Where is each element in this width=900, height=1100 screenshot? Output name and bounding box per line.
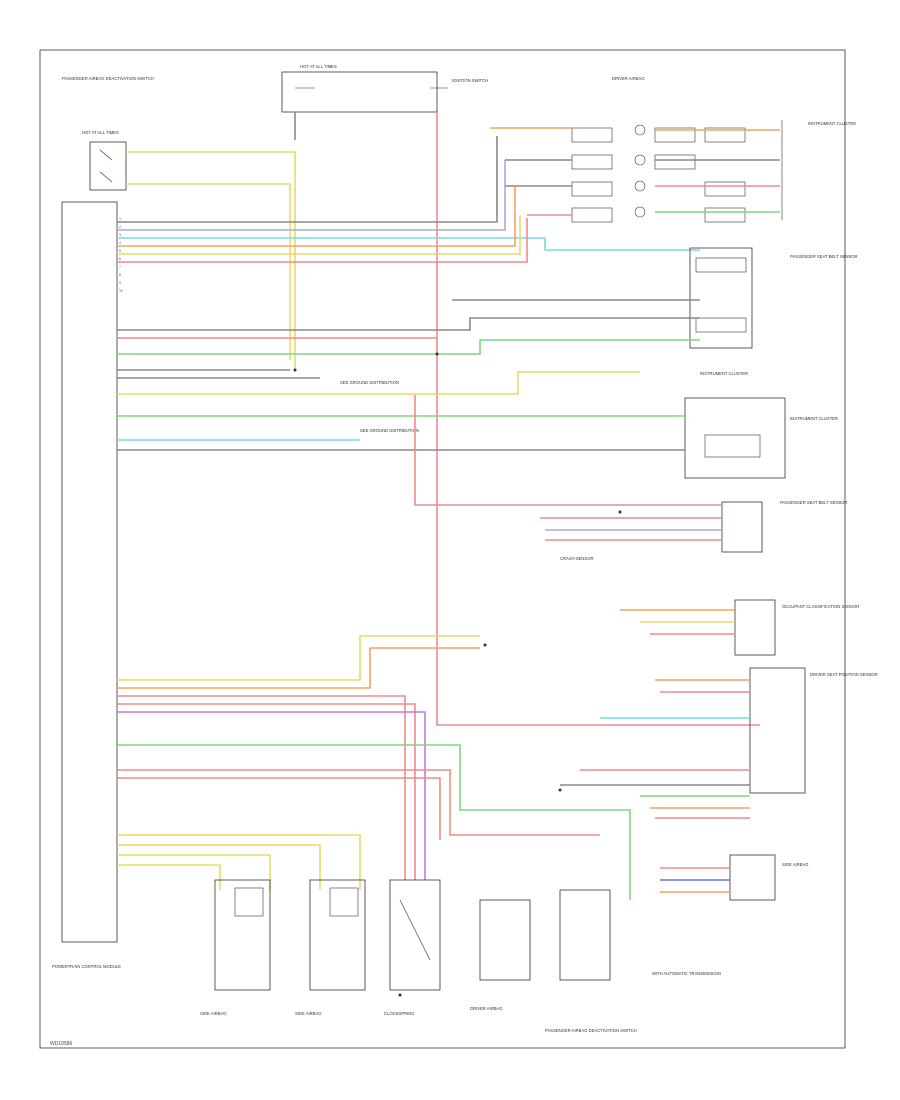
svg-text:10: 10: [119, 289, 123, 293]
svg-text:SIDE AIRBAG: SIDE AIRBAG: [200, 1011, 227, 1016]
wire-low-11: [117, 854, 271, 890]
svg-text:4: 4: [119, 241, 121, 245]
svg-text:DRIVER SEAT POSITION SENSOR: DRIVER SEAT POSITION SENSOR: [810, 672, 878, 677]
svg-text:DRIVER AIRBAG: DRIVER AIRBAG: [470, 1006, 503, 1011]
right-sensor-c: DRIVER SEAT POSITION SENSOR: [749, 667, 878, 794]
svg-text:5: 5: [119, 249, 121, 253]
svg-text:SIDE AIRBAG: SIDE AIRBAG: [295, 1011, 322, 1016]
wire-switch-2: [126, 183, 291, 360]
svg-text:1: 1: [119, 217, 121, 221]
right-module-mid: INSTRUMENT CLUSTER: [684, 397, 838, 479]
wire-r7: [117, 371, 640, 395]
svg-text:SIDE AIRBAG: SIDE AIRBAG: [782, 862, 809, 867]
wire-m2: [117, 160, 506, 231]
right-sensor-b: OCCUPANT CLASSIFICATION SENSOR: [734, 599, 859, 656]
diagram-code: WD10586: [50, 1041, 73, 1047]
svg-text:PASSENGER AIRBAG DEACTIVATION: PASSENGER AIRBAG DEACTIVATION SWITCH: [545, 1028, 637, 1033]
svg-text:IGNITION SWITCH: IGNITION SWITCH: [452, 78, 488, 83]
module-pin-numbers: 1 2 3 4 5 6 7 8 9 10: [119, 217, 123, 293]
wire-low-2: [117, 647, 480, 689]
wire-m5: [117, 215, 521, 255]
bottom-right-note: WITH AUTOMATIC TRANSMISSION: [652, 971, 721, 976]
wire-m1: [117, 136, 498, 223]
svg-text:9: 9: [119, 281, 121, 285]
wire-low-3: [117, 695, 406, 880]
ground-note-2: SEE GROUND DISTRIBUTION: [360, 428, 419, 433]
wire-low-6: [117, 744, 631, 900]
clockspring: CLOCKSPRING: [384, 879, 441, 1016]
wire-m6: [117, 218, 528, 263]
bottom-sensor-1: SIDE AIRBAG: [200, 879, 271, 1016]
svg-text:CLOCKSPRING: CLOCKSPRING: [384, 1011, 414, 1016]
diagram-frame: [39, 49, 846, 1049]
svg-text:DRIVER AIRBAG: DRIVER AIRBAG: [612, 76, 645, 81]
right-module-upper: PASSENGER SEAT BELT SENSOR: [689, 247, 858, 349]
svg-text:8: 8: [119, 273, 121, 277]
wire-top-center: [436, 112, 760, 726]
svg-text:3: 3: [119, 233, 121, 237]
wire-mid-1: [414, 395, 722, 506]
wire-r4: [117, 339, 700, 355]
top-fuse-block: HOT AT ALL TIMES IGNITION SWITCH: [281, 64, 488, 113]
top-right-sensors: DRIVER AIRBAG INSTRUMENT CLUSTER: [571, 76, 856, 223]
wire-r2: [117, 317, 700, 331]
svg-text:PASSENGER SEAT BELT SENSOR: PASSENGER SEAT BELT SENSOR: [780, 500, 848, 505]
bottom-sensor-2: SIDE AIRBAG: [295, 879, 366, 1016]
junction-nodes: [293, 352, 622, 997]
svg-text:OCCUPANT CLASSIFICATION SENSOR: OCCUPANT CLASSIFICATION SENSOR: [782, 604, 859, 609]
svg-text:6: 6: [119, 257, 121, 261]
wire-low-7: [117, 769, 600, 836]
svg-text:HOT AT ALL TIMES: HOT AT ALL TIMES: [300, 64, 337, 69]
main-module: POWERTRAIN CONTROL MODULE 1 2 3 4 5 6 7 …: [52, 201, 123, 969]
right-sensor-a: PASSENGER SEAT BELT SENSOR: [721, 500, 848, 553]
svg-text:INSTRUMENT CLUSTER: INSTRUMENT CLUSTER: [808, 121, 856, 126]
right-sensor-d: SIDE AIRBAG: [729, 854, 809, 901]
wire-low-10: [117, 844, 321, 890]
wire-switch-1: [126, 151, 296, 370]
main-module-label: POWERTRAIN CONTROL MODULE: [52, 964, 121, 969]
passenger-airbag: PASSENGER AIRBAG DEACTIVATION SWITCH: [545, 889, 637, 1033]
ground-note-1: SEE GROUND DISTRIBUTION: [340, 380, 399, 385]
wire-low-8: [117, 777, 441, 840]
wire-low-9: [117, 834, 361, 890]
wire-low-1: [117, 635, 480, 681]
svg-text:PASSENGER AIRBAG DEACTIVATION: PASSENGER AIRBAG DEACTIVATION SWITCH: [62, 76, 154, 81]
wire-low-5: [117, 711, 426, 880]
wire-low-4: [117, 703, 416, 880]
svg-text:2: 2: [119, 225, 121, 229]
svg-text:PASSENGER SEAT BELT SENSOR: PASSENGER SEAT BELT SENSOR: [790, 254, 858, 259]
svg-text:HOT AT ALL TIMES: HOT AT ALL TIMES: [82, 130, 119, 135]
wire-m3: [117, 237, 700, 251]
svg-text:INSTRUMENT CLUSTER: INSTRUMENT CLUSTER: [790, 416, 838, 421]
crash-sensor-label: CRASH SENSOR: [560, 556, 594, 561]
svg-text:7: 7: [119, 265, 121, 269]
deactivation-switch: PASSENGER AIRBAG DEACTIVATION SWITCH HOT…: [62, 76, 154, 191]
cluster-note: INSTRUMENT CLUSTER: [700, 371, 748, 376]
driver-airbag: DRIVER AIRBAG: [470, 899, 531, 1011]
wire-low-12: [117, 864, 221, 890]
wire-m4: [117, 186, 516, 247]
